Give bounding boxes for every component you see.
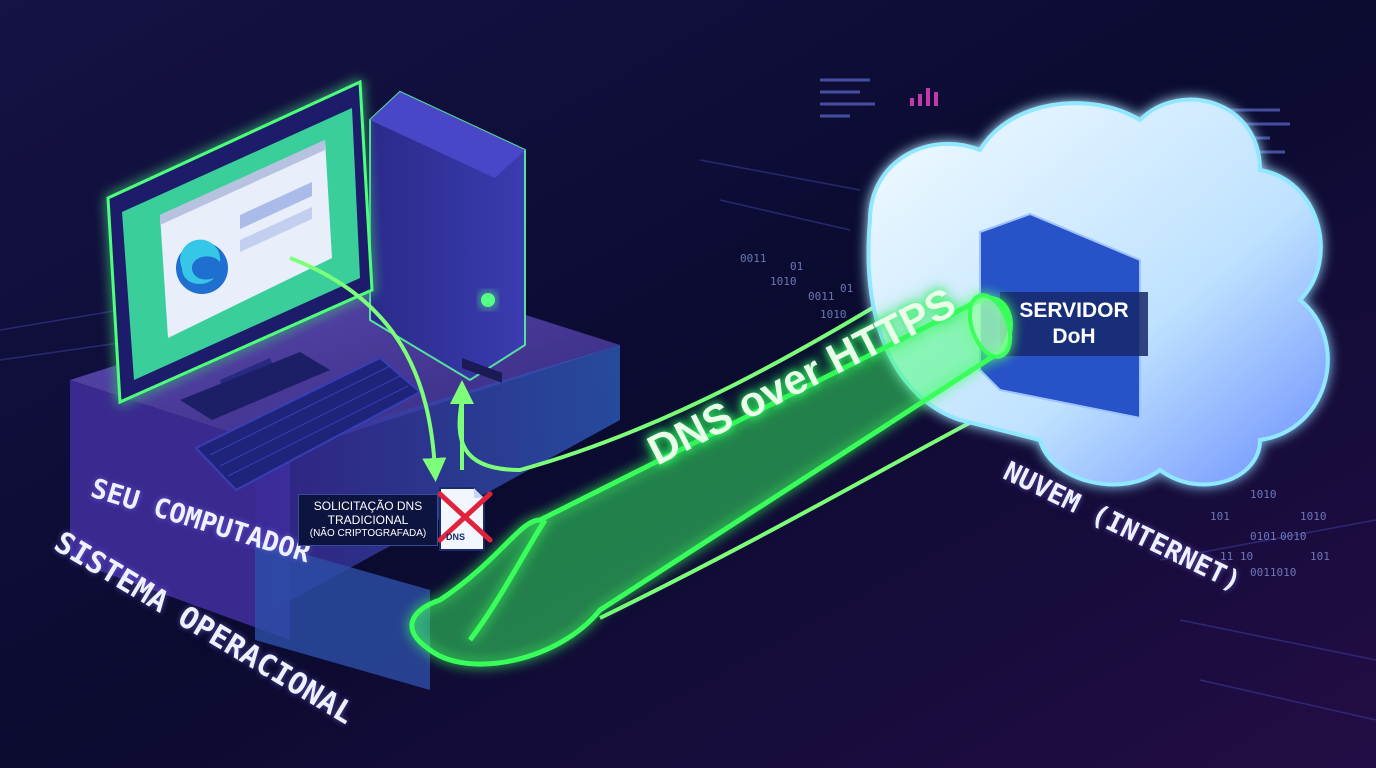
browser-block-2 xyxy=(240,207,312,252)
red-x-icon xyxy=(437,491,493,543)
binary-text: 01 xyxy=(790,260,803,273)
binary-text: 1010 xyxy=(1300,510,1327,523)
keyboard-keys xyxy=(209,365,409,477)
binary-text: 1010 xyxy=(1250,488,1277,501)
binary-decor: 0011 01 1010 0011 01 1010 1010 101 0101 … xyxy=(740,252,1330,579)
monitor-base xyxy=(180,352,330,420)
dns-request-line1: SOLICITAÇÃO DNS xyxy=(313,499,423,513)
browser-tabbar xyxy=(160,140,325,225)
binary-text: 101 xyxy=(1310,550,1330,563)
binary-text: 0010 xyxy=(1280,530,1307,543)
binary-text: 0011 xyxy=(808,290,835,303)
dns-file-label: DNS xyxy=(446,532,466,542)
arrow-bottom-to-server xyxy=(599,406,1001,620)
binary-text: 1010 xyxy=(770,275,797,288)
https-pipe xyxy=(409,293,1013,667)
label-servidor-doh: SERVIDOR DoH xyxy=(1019,299,1129,348)
platform-front xyxy=(255,345,620,620)
decor-bars xyxy=(910,88,938,106)
binary-text: 1010 xyxy=(820,308,847,321)
doh-server-label-bg xyxy=(1000,292,1148,356)
binary-text: 0011 xyxy=(740,252,767,265)
dns-request-line3: (NÃO CRIPTOGRAFADA) xyxy=(309,528,427,539)
edge-browser-icon xyxy=(176,239,228,294)
binary-text: 11 10 xyxy=(1220,550,1253,563)
pc-tower-slot xyxy=(462,358,502,383)
arrow-browser-to-request xyxy=(289,256,447,482)
dns-request-line2: TRADICIONAL xyxy=(327,513,409,527)
binary-text: 01 xyxy=(840,282,853,295)
power-button-icon xyxy=(481,293,495,307)
binary-text: 0101 xyxy=(1250,530,1277,543)
binary-text: 101 xyxy=(1210,510,1230,523)
browser-block-1 xyxy=(240,182,312,229)
dns-request-box: SOLICITAÇÃO DNS TRADICIONAL (NÃO CRIPTOG… xyxy=(298,494,438,546)
circuit-lines xyxy=(0,159,1376,721)
platform-base xyxy=(255,540,430,690)
binary-text: 0011010 xyxy=(1250,566,1296,579)
pc-tower-top xyxy=(370,92,525,178)
